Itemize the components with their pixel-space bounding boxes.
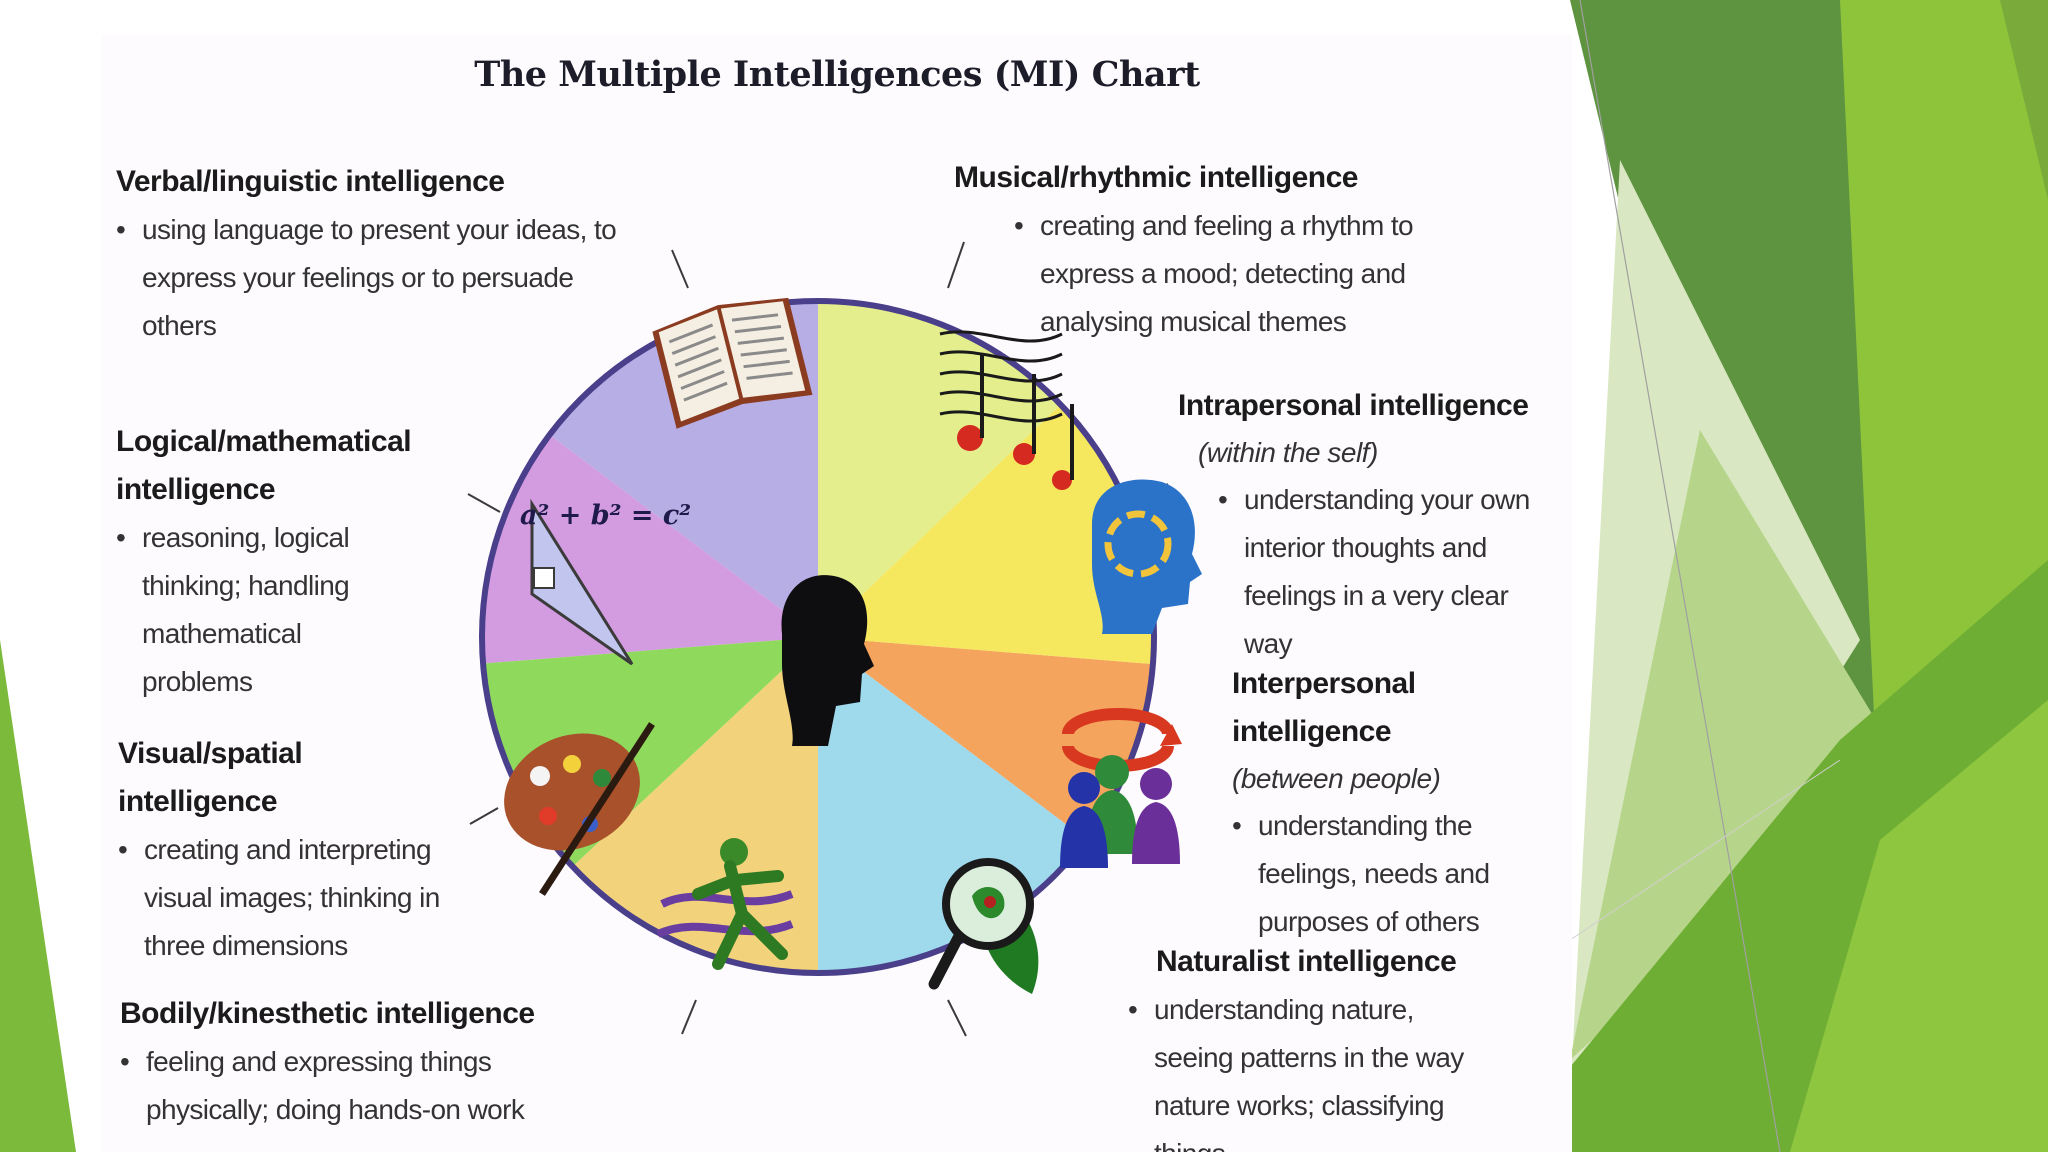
center-head-silhouette-icon xyxy=(781,575,874,746)
bodily-intelligence-description: feeling and expressing things physically… xyxy=(120,1038,560,1134)
head-thinking-icon xyxy=(1092,479,1202,634)
visual-intelligence-heading: Visual/spatial intelligence xyxy=(118,737,303,818)
visual-intelligence-block: Visual/spatial intelligence creating and… xyxy=(118,730,448,970)
wheel-rim xyxy=(479,298,1157,976)
interpersonal-intelligence-block: Interpersonal intelligence (between peop… xyxy=(1232,660,1572,946)
musical-intelligence-block: Musical/rhythmic intelligence creating a… xyxy=(954,154,1474,346)
music-notes-icon xyxy=(939,330,1074,490)
naturalist-intelligence-block: Naturalist intelligence understanding na… xyxy=(1068,938,1488,1152)
wheel-tick-marks xyxy=(467,241,1177,1037)
verbal-intelligence-description: using language to present your ideas, to… xyxy=(116,206,636,350)
intrapersonal-intelligence-block: Intrapersonal intelligence (within the s… xyxy=(1178,382,1558,668)
intrapersonal-intelligence-heading: Intrapersonal intelligence xyxy=(1178,389,1529,422)
left-green-accent xyxy=(0,640,76,1152)
musical-intelligence-description: creating and feeling a rhythm to express… xyxy=(1014,202,1474,346)
group-of-people-icon xyxy=(1060,708,1182,868)
bodily-intelligence-heading: Bodily/kinesthetic intelligence xyxy=(120,997,535,1030)
naturalist-intelligence-description: understanding nature, seeing patterns in… xyxy=(1128,986,1488,1152)
intrapersonal-intelligence-description: understanding your own interior thoughts… xyxy=(1218,476,1558,668)
verbal-intelligence-heading: Verbal/linguistic intelligence xyxy=(116,165,505,198)
right-green-panel-bottom-light xyxy=(1790,700,2048,1152)
pythagoras-formula: a² + b² = c² xyxy=(520,500,691,531)
diagonal-line xyxy=(1579,0,1781,1152)
bodily-intelligence-block: Bodily/kinesthetic intelligence feeling … xyxy=(120,990,560,1134)
interpersonal-intelligence-description: understanding the feelings, needs and pu… xyxy=(1232,802,1572,946)
interpersonal-intelligence-heading: Interpersonal intelligence xyxy=(1232,667,1416,748)
verbal-intelligence-block: Verbal/linguistic intelligence using lan… xyxy=(116,158,636,350)
mi-chart-panel: The Multiple Intelligences (MI) Chart xyxy=(102,34,1572,1152)
magnifying-glass-leaf-icon xyxy=(928,858,1039,994)
naturalist-intelligence-heading: Naturalist intelligence xyxy=(1156,945,1457,978)
diagonal-line xyxy=(1569,759,1841,941)
logical-intelligence-block: Logical/mathematical intelligence reason… xyxy=(116,418,416,706)
intrapersonal-intelligence-qualifier: (within the self) xyxy=(1198,437,1378,468)
open-book-icon xyxy=(652,297,813,429)
logical-intelligence-description: reasoning, logical thinking; handling ma… xyxy=(116,514,416,706)
right-green-panel-soft xyxy=(1570,430,1900,1060)
chart-title: The Multiple Intelligences (MI) Chart xyxy=(474,54,1200,95)
triangle-ruler-icon: a² + b² = c² xyxy=(520,498,691,666)
running-figure-icon xyxy=(656,838,794,970)
musical-intelligence-heading: Musical/rhythmic intelligence xyxy=(954,161,1358,194)
interpersonal-intelligence-qualifier: (between people) xyxy=(1232,763,1441,794)
visual-intelligence-description: creating and interpreting visual images;… xyxy=(118,826,448,970)
paint-palette-icon xyxy=(504,722,655,896)
logical-intelligence-heading: Logical/mathematical intelligence xyxy=(116,425,412,506)
